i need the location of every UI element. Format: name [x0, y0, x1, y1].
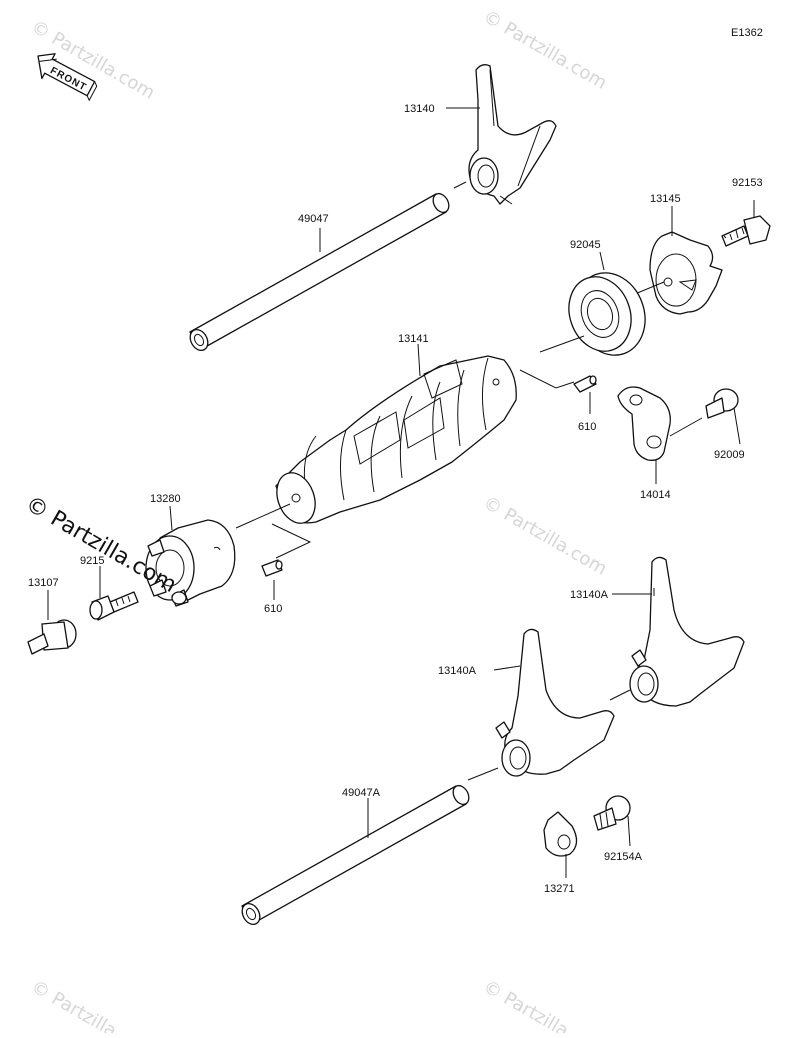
shaft-49047	[189, 181, 467, 352]
label-610-lower: 610	[264, 603, 282, 615]
label-92154A: 92154A	[604, 851, 643, 863]
label-92153: 92153	[732, 177, 763, 189]
label-13140A-left: 13140A	[438, 665, 477, 677]
screw-92154A	[593, 795, 631, 847]
label-13141: 13141	[398, 333, 429, 345]
bolt-9215	[89, 566, 139, 621]
label-9215: 9215	[80, 555, 104, 567]
collar-13271	[543, 811, 578, 878]
bolt-92153	[721, 200, 771, 247]
label-49047A: 49047A	[342, 787, 381, 799]
shift-drum-13141	[235, 343, 575, 529]
label-13145: 13145	[650, 193, 681, 205]
diagram-code: E1362	[731, 27, 763, 39]
label-13140A-right: 13140A	[570, 589, 609, 601]
shift-pin-13107	[27, 590, 77, 655]
label-92045: 92045	[570, 239, 601, 251]
label-13107: 13107	[28, 577, 59, 589]
shift-cam-13280	[145, 505, 236, 607]
shaft-49047A	[241, 767, 499, 926]
screw-92009	[705, 388, 741, 445]
label-14014: 14014	[640, 489, 671, 501]
label-92009: 92009	[714, 449, 745, 461]
shift-fork-13140A-left	[493, 628, 615, 777]
label-13271: 13271	[544, 883, 575, 895]
watermark: © Partzilla.com	[480, 492, 611, 580]
label-13280: 13280	[150, 493, 181, 505]
cam-plate-13145	[629, 231, 723, 315]
watermark: © Partzilla.com	[480, 6, 611, 94]
watermark: © Partzilla.com	[28, 976, 159, 1033]
stopper-plate-14014	[617, 386, 703, 484]
shift-fork-13140	[468, 64, 557, 205]
pin-610-lower	[261, 523, 312, 600]
shift-fork-13140A-right	[609, 556, 745, 707]
label-49047: 49047	[298, 213, 329, 225]
bearing-92045	[539, 251, 646, 356]
label-13140: 13140	[404, 103, 435, 115]
pin-610-upper	[573, 375, 597, 414]
label-610-upper: 610	[578, 421, 596, 433]
watermark: © Partzilla.com	[480, 976, 611, 1033]
